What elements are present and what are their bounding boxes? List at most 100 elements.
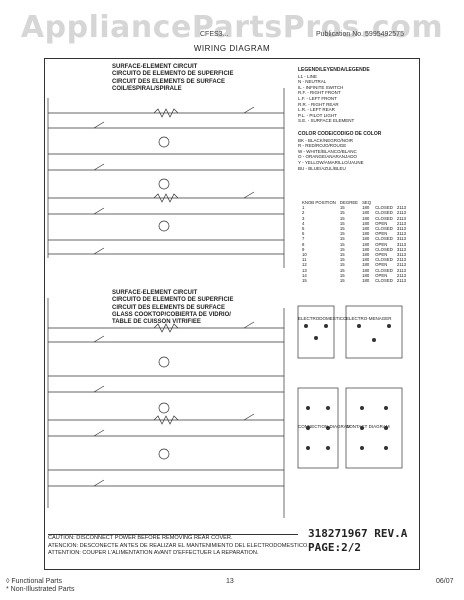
footer-page-number: 13 (226, 578, 234, 585)
table-cell: 180 (362, 220, 370, 226)
table-cell: 180 (362, 215, 370, 221)
caution-line: ATTENTION: COUPER L'ALIMENTATION AVANT D… (48, 550, 259, 557)
table-cell: 180 (362, 205, 370, 211)
table-cell: 180 (362, 210, 370, 216)
legend-item: R.F. - RIGHT FRONT (298, 90, 341, 96)
table-cell: 180 (362, 226, 370, 232)
column-header: KNOB POSITION (302, 200, 336, 205)
table-cell: 8 (302, 241, 305, 247)
table-cell: 3113 (396, 236, 407, 242)
section-line: CIRCUITO DE ELEMENTO DE SUPERFICIE (112, 71, 234, 78)
table-cell: 7 (302, 236, 305, 242)
section-line: SURFACE-ELEMENT CIRCUIT (112, 64, 198, 70)
table-cell: 180 (362, 241, 370, 247)
table-cell: 180 (362, 278, 370, 284)
color-code-heading: COLOR CODE/CODIGO DE COLOR (298, 130, 382, 137)
table-cell: 2113 (396, 262, 407, 268)
table-cell: 2113 (396, 272, 407, 278)
table-cell: CLOSED (375, 236, 393, 242)
table-cell: 180 (362, 262, 370, 268)
table-cell: 3113 (396, 231, 407, 237)
section-line: CIRCUITO DE ELEMENTO DE SUPERFICIE (112, 297, 234, 304)
legend-item: P.L. - PILOT LIGHT (298, 112, 337, 118)
table-cell: 15 (339, 257, 345, 263)
color-item: Y - YELLOW/AMARILLO/JAUNE (298, 159, 364, 165)
schematic-drawing (47, 88, 403, 518)
table-cell: 2113 (396, 257, 407, 263)
legend-heading: LEGEND/LEYENDA/LEGENDE (298, 67, 370, 73)
section-line: TABLE DE CUISSON VITRIFIEE (112, 319, 201, 326)
table-cell: 180 (362, 231, 370, 237)
table-cell: CLOSED (375, 226, 393, 232)
table-cell: 2113 (396, 210, 407, 216)
color-item: O - ORANGE/ANARANJADO (298, 154, 358, 160)
table-cell: 180 (362, 257, 370, 263)
table-cell: 15 (339, 220, 345, 226)
table-cell: CLOSED (375, 257, 393, 263)
table-cell: 13 (302, 267, 307, 273)
section-line: CIRCUIT DES ELEMENTS DE SURFACE (112, 304, 226, 311)
legend-item: L.R. - LEFT REAR (298, 107, 335, 113)
table-cell: 180 (362, 267, 370, 273)
caution-line: CAUTION: DISCONNECT POWER BEFORE REMOVIN… (48, 535, 233, 541)
table-cell: CLOSED (375, 210, 393, 216)
table-cell: 2113 (396, 205, 407, 211)
table-cell: 15 (339, 267, 345, 273)
table-cell: 15 (339, 278, 345, 284)
table-cell: OPEN (375, 231, 388, 237)
section-line: GLASS COOKTOP/COBIERTA DE VIDRIO/ (112, 311, 231, 318)
table-cell: 3113 (396, 246, 407, 252)
table-cell: 3113 (396, 226, 407, 232)
section-line: COIL/ESPIRAL/SPIRALE (112, 85, 182, 92)
table-cell: 180 (362, 252, 370, 258)
table-cell: 15 (339, 246, 345, 252)
table-cell: 5 (302, 226, 305, 232)
section-line: CIRCUIT DES ELEMENTS DE SURFACE (112, 78, 226, 85)
table-cell: 2113 (396, 215, 407, 221)
table-cell: 9 (302, 246, 305, 252)
box-label: ELECTRODOMESTICO (298, 316, 347, 321)
table-cell: 14 (302, 272, 307, 278)
legend-item: IL - INFINITE SWITCH (298, 84, 344, 90)
section-line: SURFACE-ELEMENT CIRCUIT (112, 290, 198, 296)
table-cell: 3113 (396, 241, 407, 247)
table-cell: OPEN (375, 241, 388, 247)
table-cell: 2113 (396, 267, 407, 273)
switch-table-header: KNOB POSITION DEGREE SEQ (300, 200, 408, 205)
part-number: 318271967 REV.A (308, 527, 408, 540)
table-cell: 180 (362, 246, 370, 252)
legend-item: S.E. - SURFACE ELEMENT (298, 118, 355, 124)
table-cell: 3113 (396, 252, 407, 258)
box-label: ELECTRO-MENAGER (346, 316, 392, 321)
color-item: BK - BLACK/NEGRO/NOIR (298, 137, 354, 143)
section-heading-glass: SURFACE-ELEMENT CIRCUIT CIRCUITO DE ELEM… (112, 290, 233, 326)
table-cell: CLOSED (375, 205, 393, 211)
table-cell: 180 (362, 272, 370, 278)
caution-line: ATENCION: DESCONECTE ANTES DE REALIZAR E… (48, 542, 309, 549)
table-cell: 15 (339, 210, 345, 216)
publication-number: Publication No. 5995492575 (316, 31, 404, 38)
footer-date: 06/07 (436, 578, 454, 585)
table-cell: 6 (302, 231, 305, 237)
model-label: CFES3... (200, 31, 229, 38)
table-cell: 1 (302, 205, 305, 211)
page-indicator: PAGE:2/2 (308, 541, 361, 554)
legend: LEGEND/LEYENDA/LEGENDE L1 - LINE N - NEU… (298, 67, 382, 171)
table-cell: OPEN (375, 220, 388, 226)
section-heading-coil: SURFACE-ELEMENT CIRCUIT CIRCUITO DE ELEM… (112, 64, 233, 93)
table-cell: CLOSED (375, 246, 393, 252)
table-cell: 3 (302, 215, 305, 221)
table-cell: CLOSED (375, 278, 393, 284)
table-cell: 15 (339, 205, 345, 211)
legend-item: N - NEUTRAL (298, 79, 327, 85)
caution-notice: CAUTION: DISCONNECT POWER BEFORE REMOVIN… (48, 534, 309, 558)
